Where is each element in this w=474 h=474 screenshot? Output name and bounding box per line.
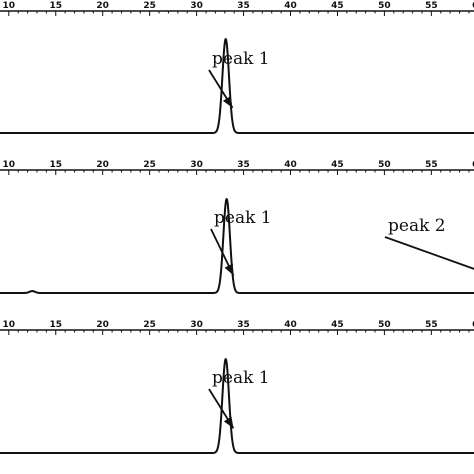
x-tick-label: 60 [472,1,474,11]
x-tick-label: 40 [284,320,297,330]
x-tick-label: 45 [331,320,344,330]
annotation-arrowhead [224,263,234,276]
x-tick-label: 15 [49,320,62,330]
x-tick-label: 50 [378,320,391,330]
x-tick-label: 40 [284,1,297,11]
annotation-arrowhead [223,416,234,429]
annotation-arrowhead [222,96,233,108]
x-tick-label: 20 [96,160,109,170]
x-tick-label: 45 [331,160,344,170]
x-tick-label: 30 [190,320,203,330]
x-tick-label: 50 [378,1,391,11]
peak-annotation-label: peak 1 [212,368,270,388]
x-tick-label: 30 [190,160,203,170]
x-tick-label: 10 [3,1,16,11]
x-tick-label: 40 [284,160,297,170]
x-tick-label: 20 [96,320,109,330]
annotation-arrow [384,236,474,270]
chromatogram-trace [0,198,474,294]
panel-middle: 10152025303540455055606570758085peak 1pe… [0,160,474,294]
x-tick-label: 30 [190,1,203,11]
x-tick-label: 35 [237,1,250,11]
x-tick-label: 25 [143,160,156,170]
x-tick-label: 35 [237,160,250,170]
x-tick-label: 15 [49,160,62,170]
x-tick-label: 20 [96,1,109,11]
x-tick-label: 10 [3,320,16,330]
peak-annotation-label: peak 1 [212,49,270,69]
x-tick-label: 10 [3,160,16,170]
x-tick-label: 15 [49,1,62,11]
peak-annotation-label: peak 2 [388,216,446,236]
x-tick-label: 50 [378,160,391,170]
x-tick-label: 45 [331,1,344,11]
x-tick-label: 60 [472,320,474,330]
x-tick-label: 60 [472,160,474,170]
panel-top: 10152025303540455055606570758085peak 1 [0,1,474,134]
x-tick-label: 25 [143,320,156,330]
chromatogram-trace [0,38,474,134]
x-tick-label: 25 [143,1,156,11]
x-tick-label: 55 [425,160,438,170]
x-tick-label: 55 [425,1,438,11]
panel-bottom: 10152025303540455055606570758085peak 1 [0,320,474,454]
peak-annotation-label: peak 1 [214,208,272,228]
x-tick-label: 55 [425,320,438,330]
x-tick-label: 35 [237,320,250,330]
chromatogram-trace [0,358,474,454]
